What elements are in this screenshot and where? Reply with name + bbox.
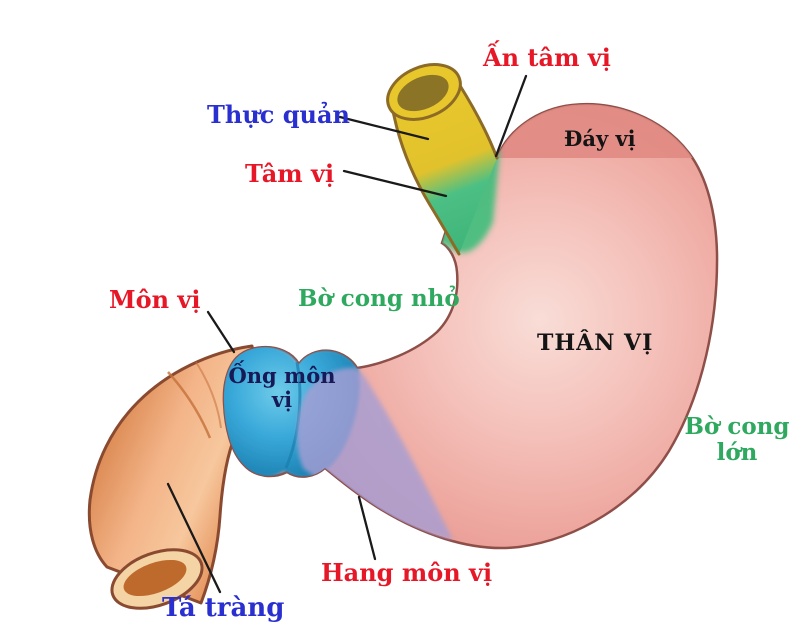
leader-line-mon-vi: [206, 310, 236, 354]
label-bo-cong-lon: Bờ cong lớn: [681, 413, 793, 467]
label-day-vi: Đáy vị: [564, 126, 636, 151]
label-an-tam-vi: Ấn tâm vị: [483, 43, 611, 72]
esophagus-tube: [391, 77, 497, 254]
label-bo-cong-lon-line2: lớn: [716, 439, 758, 467]
esophagus-region: [386, 63, 499, 256]
label-hang-mon-vi: Hang môn vị: [321, 558, 493, 587]
leader-lines: [166, 74, 528, 594]
leader-line-hang-mon-vi: [357, 495, 377, 561]
label-ong-mon-vi-line2: vị: [271, 387, 293, 413]
label-tam-vi: Tâm vị: [245, 159, 335, 188]
esophagus-opening-lumen: [397, 74, 449, 112]
leader-line-tam-vi: [342, 169, 448, 198]
label-than-vi: THÂN VỊ: [537, 330, 654, 356]
duodenum-fold-crease: [167, 371, 212, 439]
duodenum-fold-crease-2: [195, 361, 222, 429]
antrum-region: [297, 367, 453, 540]
esophagus-tube-outline: [389, 82, 499, 256]
leader-line-an-tam-vi: [494, 74, 528, 158]
leader-line-ta-trang: [166, 482, 222, 594]
label-ong-mon-vi: Ống môn vị: [224, 363, 340, 413]
label-ong-mon-vi-line1: Ống môn: [228, 363, 336, 388]
label-thuc-quan: Thực quản: [207, 100, 350, 129]
leader-line-thuc-quan: [338, 115, 430, 141]
label-bo-cong-lon-line1: Bờ cong: [684, 413, 790, 440]
label-ta-trang: Tá tràng: [162, 593, 285, 623]
label-bo-cong-nho: Bờ cong nhỏ: [298, 285, 460, 312]
label-mon-vi: Môn vị: [109, 285, 201, 314]
pyloric-canal-crease: [284, 361, 302, 469]
duodenum-region: [87, 344, 262, 610]
duodenum-opening-lumen: [123, 559, 187, 597]
